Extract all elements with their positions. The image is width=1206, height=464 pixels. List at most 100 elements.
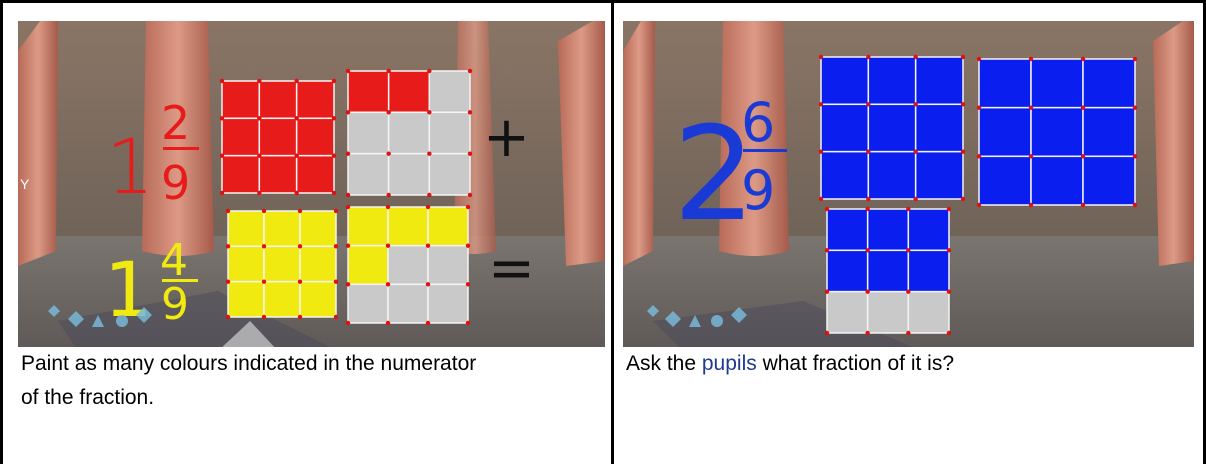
grid-cell[interactable]: [868, 250, 909, 291]
grid-vertex: [346, 282, 350, 286]
top-right-grid: [346, 69, 472, 197]
grid-vertex: [334, 315, 338, 319]
grid-cell[interactable]: [228, 211, 264, 246]
grid-vertex: [220, 191, 224, 195]
grid-cell[interactable]: [908, 250, 949, 291]
grid-cell[interactable]: [222, 118, 259, 155]
grid-cell[interactable]: [259, 81, 296, 118]
grid-cell[interactable]: [348, 71, 389, 112]
grid-vertex: [262, 209, 266, 213]
grid-cell[interactable]: [916, 152, 963, 199]
grid-cell[interactable]: [908, 209, 949, 250]
grid-cell[interactable]: [259, 118, 296, 155]
grid-vertex: [1081, 57, 1085, 61]
grid-cell[interactable]: [827, 250, 868, 291]
grid-vertex: [866, 55, 870, 59]
sphere-icon[interactable]: [711, 315, 723, 327]
grid-cell[interactable]: [429, 71, 470, 112]
grid-vertex: [1133, 57, 1137, 61]
grid-cell[interactable]: [264, 282, 300, 317]
grid-cell[interactable]: [428, 246, 468, 285]
grid-vertex: [386, 193, 390, 197]
grid-cell[interactable]: [264, 246, 300, 281]
grid-cell[interactable]: [228, 246, 264, 281]
grid-cell[interactable]: [868, 209, 909, 250]
grid-cell[interactable]: [1083, 108, 1135, 157]
grid-vertex: [906, 289, 910, 293]
grid-cell[interactable]: [429, 154, 470, 195]
grid-vertex: [386, 205, 390, 209]
grid-cell[interactable]: [300, 282, 336, 317]
grid-vertex: [332, 153, 336, 157]
grid-vertex: [961, 102, 965, 106]
grid-cell[interactable]: [821, 57, 868, 104]
grid-vertex: [427, 69, 431, 73]
grid-cell[interactable]: [1031, 108, 1083, 157]
grid-vertex: [386, 243, 390, 247]
grid-cell[interactable]: [979, 59, 1031, 108]
grid-vertex: [1029, 203, 1033, 207]
grid-cell[interactable]: [428, 284, 468, 323]
grid-vertex: [386, 282, 390, 286]
grid-vertex: [947, 248, 951, 252]
grid-vertex: [947, 207, 951, 211]
grid-vertex: [346, 193, 350, 197]
grid-cell[interactable]: [389, 112, 430, 153]
grid-cell[interactable]: [429, 112, 470, 153]
grid-vertex: [825, 289, 829, 293]
grid-cell[interactable]: [389, 154, 430, 195]
grid-vertex: [906, 207, 910, 211]
grid-cell[interactable]: [388, 284, 428, 323]
grid-cell[interactable]: [300, 246, 336, 281]
grid-cell[interactable]: [827, 292, 868, 333]
grid-vertex: [913, 102, 917, 106]
grid-cell[interactable]: [868, 104, 915, 151]
grid-vertex: [386, 321, 390, 325]
grid-vertex: [294, 116, 298, 120]
grid-vertex: [294, 191, 298, 195]
grid-vertex: [468, 69, 472, 73]
grid-cell[interactable]: [259, 156, 296, 193]
caption-right: Ask the pupils what fraction of it is?: [626, 347, 1186, 381]
grid-cell[interactable]: [821, 152, 868, 199]
grid-cell[interactable]: [908, 292, 949, 333]
grid-cell[interactable]: [868, 57, 915, 104]
grid-cell[interactable]: [979, 156, 1031, 205]
grid-cell[interactable]: [389, 71, 430, 112]
grid-cell[interactable]: [1031, 156, 1083, 205]
grid-cell[interactable]: [1083, 156, 1135, 205]
sphere-icon[interactable]: [116, 315, 128, 327]
grid-cell[interactable]: [916, 57, 963, 104]
grid-cell[interactable]: [868, 292, 909, 333]
grid-cell[interactable]: [388, 207, 428, 246]
grid-cell[interactable]: [222, 81, 259, 118]
grid-cell[interactable]: [300, 211, 336, 246]
grid-cell[interactable]: [348, 207, 388, 246]
grid-cell[interactable]: [297, 118, 334, 155]
grid-vertex: [819, 55, 823, 59]
grid-cell[interactable]: [348, 112, 389, 153]
grid-cell[interactable]: [827, 209, 868, 250]
grid-vertex: [961, 197, 965, 201]
grid-cell[interactable]: [821, 104, 868, 151]
grid-vertex: [466, 243, 470, 247]
grid-cell[interactable]: [297, 156, 334, 193]
grid-cell[interactable]: [388, 246, 428, 285]
grid-vertex: [386, 151, 390, 155]
grid-cell[interactable]: [264, 211, 300, 246]
grid-cell[interactable]: [348, 284, 388, 323]
grid-cell[interactable]: [979, 108, 1031, 157]
grid-vertex: [865, 248, 869, 252]
grid-cell[interactable]: [228, 282, 264, 317]
grid-cell[interactable]: [222, 156, 259, 193]
grid-cell[interactable]: [868, 152, 915, 199]
grid-vertex: [1029, 57, 1033, 61]
grid-cell[interactable]: [348, 246, 388, 285]
grid-cell[interactable]: [1083, 59, 1135, 108]
grid-cell[interactable]: [916, 104, 963, 151]
grid-cell[interactable]: [348, 154, 389, 195]
grid-cell[interactable]: [297, 81, 334, 118]
grid-cell[interactable]: [1031, 59, 1083, 108]
grid-cell[interactable]: [428, 207, 468, 246]
grid-vertex: [334, 244, 338, 248]
